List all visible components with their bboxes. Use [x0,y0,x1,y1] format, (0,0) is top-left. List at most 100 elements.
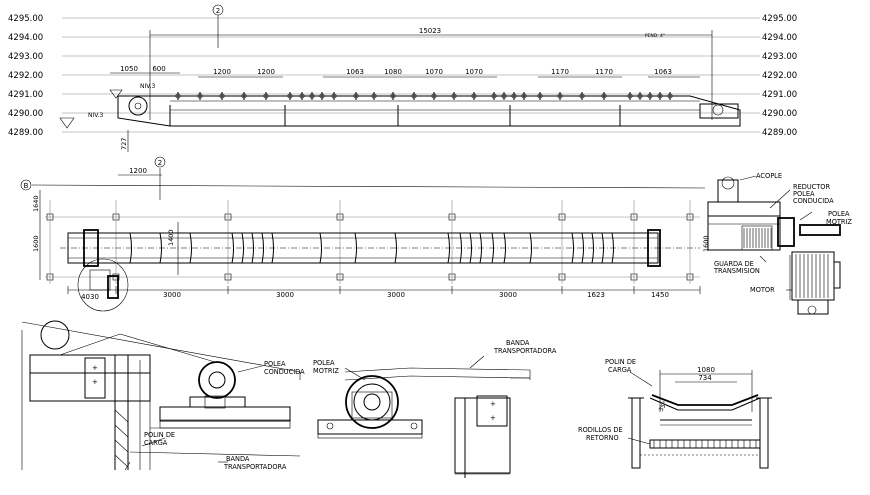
idler-roller [353,93,359,99]
drive-pulley-circle [345,375,399,429]
idler-roller [219,93,225,99]
plan-idler [491,232,494,264]
dim-600: 600 [152,65,165,73]
dim-734-d3: 734 [698,374,712,382]
label-transportadora-d1: TRANSPORTADORA [223,463,287,471]
detail-3-idler-section: 1080 734 35° POLIN DE CARGA RODILLOS DE … [578,358,772,469]
tail-pulley [128,96,148,116]
dim-1170-a: 1170 [551,68,569,76]
plan-idler [231,232,234,264]
label-carga-d3: CARGA [608,366,632,374]
head-drive-unit [699,103,739,119]
detail-callout-circle [77,258,129,312]
level-label-left: 4289.00 [8,128,43,138]
overall-length-dim: 15023 [419,27,441,35]
idler-roller [657,93,663,99]
plan-idler [261,232,264,264]
plan-dim-1600-right: 1600 [702,235,710,252]
idler-roller [431,93,437,99]
idler-roller [390,93,396,99]
plan-dim-3000-a: 3000 [163,291,181,299]
plan-dim-1600-left: 1600 [32,235,40,252]
brace [114,409,129,423]
idler-roller [491,93,497,99]
idler-roller [627,93,633,99]
level-label-right: 4294.00 [762,33,797,43]
idler-roller [241,93,247,99]
idler-roller [309,93,315,99]
dim-727: 727 [120,138,128,150]
idler-roller [501,93,507,99]
label-polea-1: POLEA [793,190,815,198]
label-carga-d1: CARGA [144,439,168,447]
idler-roller [197,93,203,99]
label-conducida-1: CONDUCIDA [793,197,834,205]
idler-roller [263,93,269,99]
belt-frame-plan [67,232,659,264]
level-label-left: 4290.00 [8,109,43,119]
plan-view: B 2 1200 1640 1600 1400 1600 4030 3000 3… [20,156,710,312]
level-label-right: 4290.00 [762,109,797,119]
plan-idler [529,232,532,264]
idler-roller [637,93,643,99]
plan-idler [469,232,472,264]
level-label-right: 4293.00 [762,52,797,62]
plan-idler [571,232,574,264]
idler-roller [647,93,653,99]
plan-idler [354,232,357,264]
plan-idler [251,232,254,264]
brace [114,454,129,468]
level-tag-lower: NIV.3 [88,112,103,119]
tail-pulley-plan [83,229,99,267]
dim-1050: 1050 [120,65,138,73]
plan-idler [611,232,614,264]
idler-roller [537,93,543,99]
dim-1070-b: 1070 [465,68,483,76]
plan-dim-1623: 1623 [587,291,605,299]
svg-text:+: + [490,414,496,422]
dim-1170-b: 1170 [595,68,613,76]
level-label-left: 4294.00 [8,33,43,43]
transmission-guard [741,225,773,251]
level-label-right: 4295.00 [762,14,797,24]
dim-1063-a: 1063 [346,68,364,76]
idler-roller [319,93,325,99]
plus-mark: + [92,364,98,372]
grid-marker-b [20,179,32,191]
plan-idler [581,232,584,264]
plan-idler [479,232,482,264]
idler-roller [371,93,377,99]
level-label-left: 4291.00 [8,90,43,100]
dim-1070-a: 1070 [425,68,443,76]
label-motriz-1: MOTRIZ [826,218,852,226]
detail-1-driven-pulley: + + POLEA CONDUCIDA POLIN DE CARGA BANDA… [21,320,305,471]
idler-roller [667,93,673,99]
label-motor: MOTOR [750,286,775,294]
label-polin-d1: POLIN DE [144,431,175,439]
idler-roller [471,93,477,99]
plan-dim-3000-b: 3000 [276,291,294,299]
label-rodillos: RODILLOS DE [578,426,623,434]
label-transmision: TRANSMISION [713,267,760,275]
label-motriz-d2: MOTRIZ [313,367,339,375]
svg-text:+: + [490,400,496,408]
label-polea-d2: POLEA [313,359,335,367]
head-pulley-plan [647,229,661,267]
idler-roller [579,93,585,99]
dim-1200-b: 1200 [257,68,275,76]
plan-idler [503,232,506,264]
plan-idler [459,232,462,264]
svg-text:+: + [92,378,98,386]
plan-idler [271,232,274,264]
plan-idler [241,232,244,264]
plan-dim-1640: 1640 [32,195,40,212]
plan-idler [394,232,397,264]
idler-roller [175,93,181,99]
level-label-left: 4293.00 [8,52,43,62]
drive-plan-view: ACOPLE REDUCTOR POLEA CONDUCIDA POLEA MO… [707,172,852,315]
plan-dim-4030: 4030 [81,293,99,301]
level-triangle [59,117,75,129]
level-label-right: 4289.00 [762,128,797,138]
idler-roller [299,93,305,99]
